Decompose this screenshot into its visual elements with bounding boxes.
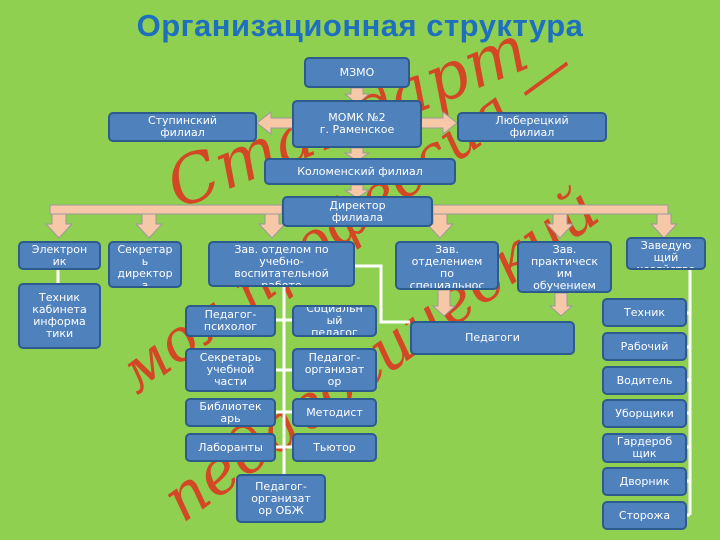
- arrow-department-to-pedagogues: [431, 289, 457, 317]
- node-lab-assistants-label: Лаборанты: [198, 440, 263, 454]
- node-guards: Сторожа: [602, 501, 687, 530]
- arrow-to-secretary-director: [134, 213, 164, 239]
- arrow-to-lyubertsy: [420, 110, 458, 136]
- arrow-kolomna-to-director: [343, 184, 371, 199]
- node-cleaners: Уборщики: [602, 399, 687, 428]
- page-title: Организационная структура: [136, 8, 584, 43]
- arrow-to-head-educational: [257, 213, 287, 239]
- arrow-to-stupino: [256, 110, 294, 136]
- node-head-household: Заведующийхозяйством: [626, 237, 706, 270]
- arrow-to-head-practice: [545, 213, 575, 239]
- node-kolomna-label: Коломенский филиал: [297, 164, 423, 178]
- node-psychologist: Педагог-психолог: [185, 305, 276, 337]
- node-technician-label: Техник: [624, 305, 665, 319]
- node-technician: Техник: [602, 298, 687, 327]
- node-tutor-label: Тьютор: [313, 440, 356, 454]
- node-methodist: Методист: [292, 398, 377, 427]
- node-pedagogues: Педагоги: [410, 321, 575, 355]
- connector-educational-to-pedagogues: [355, 264, 410, 324]
- node-driver: Водитель: [602, 366, 687, 395]
- node-janitor-label: Дворник: [619, 474, 670, 488]
- node-driver-label: Водитель: [616, 373, 673, 387]
- node-psychologist-label: Педагог-психолог: [203, 308, 258, 333]
- node-janitor: Дворник: [602, 467, 687, 496]
- arrow-momk-to-kolomna: [343, 147, 371, 162]
- arrow-mzmo-to-momk: [343, 87, 371, 105]
- arrow-to-head-household: [649, 213, 679, 239]
- arrow-practice-to-pedagogues: [548, 292, 574, 317]
- node-tutor: Тьютор: [292, 433, 377, 462]
- node-mzmo-label: МЗМО: [339, 65, 375, 79]
- node-pedagogues-label: Педагоги: [465, 331, 520, 344]
- node-worker-label: Рабочий: [620, 339, 669, 353]
- node-mzmo: МЗМО: [304, 57, 410, 88]
- node-methodist-label: Методист: [306, 405, 363, 419]
- node-worker: Рабочий: [602, 332, 687, 361]
- node-head-household-label: Заведующийхозяйством: [636, 239, 696, 270]
- arrow-to-electronic: [44, 213, 74, 239]
- node-guards-label: Сторожа: [618, 508, 671, 522]
- node-cleaners-label: Уборщики: [615, 406, 674, 420]
- director-distribution-bar: [49, 204, 283, 215]
- director-distribution-bar-right: [432, 204, 669, 215]
- node-lab-assistants: Лаборанты: [185, 433, 276, 462]
- node-kolomna: Коломенский филиал: [264, 158, 456, 185]
